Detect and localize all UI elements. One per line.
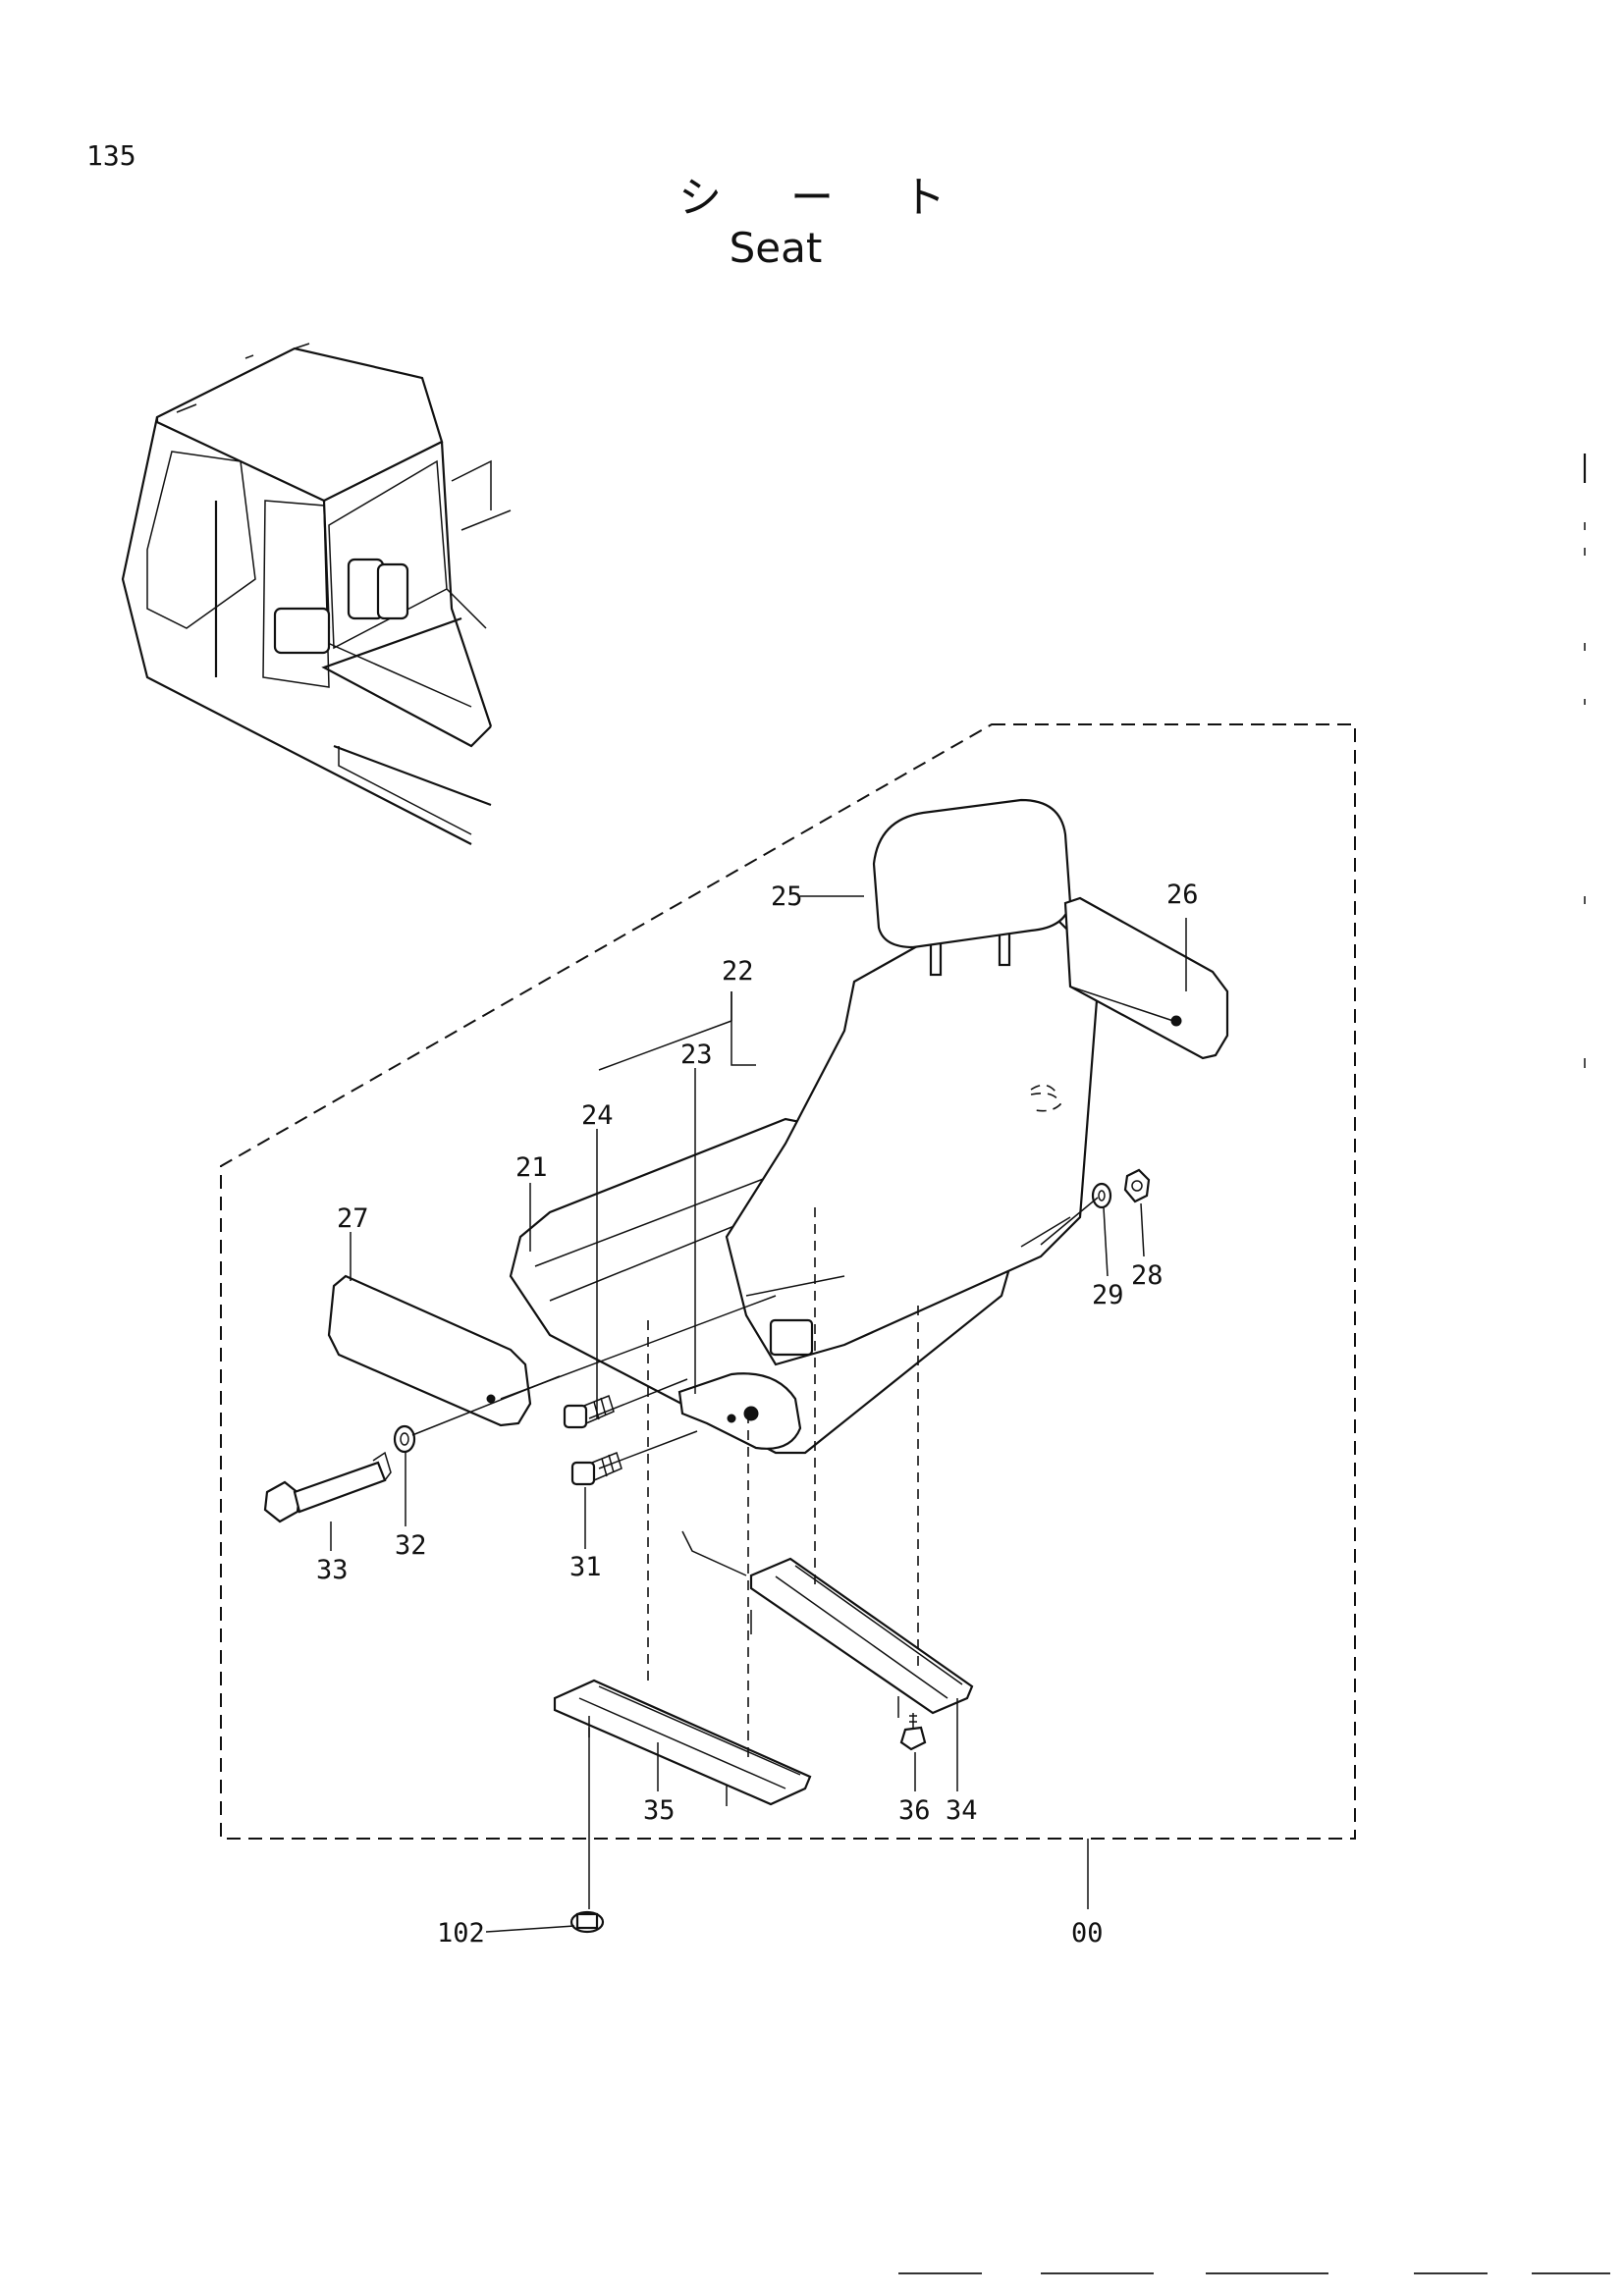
callout-29: 29 [1092, 1280, 1124, 1310]
nut-102 [569, 1910, 605, 1934]
nut-28 [1123, 1168, 1151, 1203]
callout-23: 23 [680, 1040, 713, 1070]
callout-33: 33 [316, 1555, 349, 1585]
slide-rail-34 [681, 1530, 974, 1718]
title-japanese: シート [678, 173, 1014, 223]
washer-32 [393, 1424, 416, 1454]
callout-24: 24 [581, 1100, 614, 1131]
footer-rule [1206, 2272, 1328, 2274]
recline-lever-23 [677, 1372, 802, 1450]
bolt-33 [263, 1451, 392, 1523]
slide-rail-35 [553, 1679, 812, 1806]
washer-29 [1091, 1182, 1112, 1209]
callout-102: 102 [437, 1918, 485, 1949]
callout-22: 22 [722, 956, 754, 987]
callout-32: 32 [395, 1530, 427, 1561]
assembly-lines [411, 986, 1174, 1909]
armrest-27 [327, 1274, 532, 1427]
headrest-25 [872, 798, 1072, 977]
assembly-boundary [220, 723, 1356, 1840]
footer-rule [1532, 2272, 1610, 2274]
callout-34: 34 [946, 1795, 978, 1826]
footer-rule [898, 2272, 982, 2274]
callout-27: 27 [337, 1203, 369, 1234]
page-number: 135 [86, 139, 136, 172]
callout-25: 25 [771, 881, 803, 912]
callout-35: 35 [643, 1795, 676, 1826]
callout-31: 31 [569, 1552, 602, 1582]
cab-locator-illustration [121, 343, 512, 845]
callout-28: 28 [1131, 1260, 1164, 1291]
armrest-26 [1063, 896, 1229, 1060]
callout-00: 00 [1071, 1918, 1104, 1949]
footer-rule [1414, 2272, 1488, 2274]
callout-26: 26 [1166, 880, 1199, 910]
callout-labels: 25 26 22 23 24 21 27 29 28 33 32 31 35 3… [316, 880, 1199, 1949]
footer-rule [1041, 2272, 1154, 2274]
callout-21: 21 [515, 1152, 548, 1183]
title-english: Seat [729, 224, 823, 272]
callout-36: 36 [898, 1795, 931, 1826]
leader-lines [330, 895, 1187, 1933]
bolt-24 [563, 1395, 615, 1429]
bolt-31 [570, 1452, 623, 1486]
bolt-36 [899, 1713, 927, 1751]
